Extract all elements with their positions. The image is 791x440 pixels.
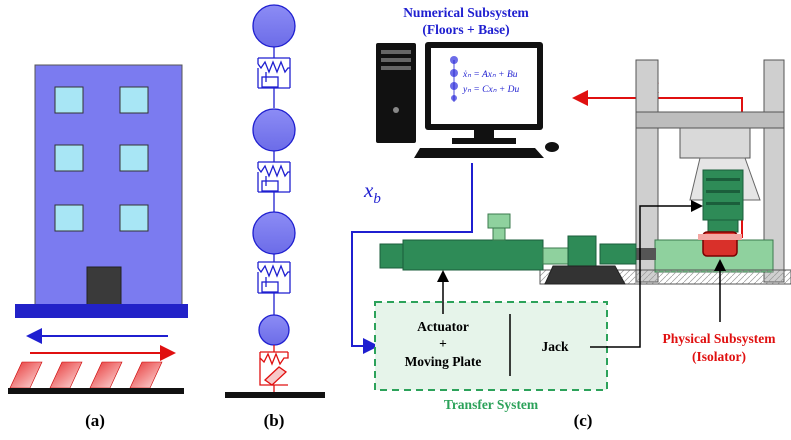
window xyxy=(54,204,84,232)
moving-plate-label: Moving Plate xyxy=(405,354,482,369)
ground-slab xyxy=(8,388,184,394)
panel-b-label: (b) xyxy=(264,411,285,430)
transfer-system-label: Transfer System xyxy=(444,397,539,412)
isolator-element xyxy=(259,345,289,392)
mass-base xyxy=(258,314,290,346)
isolator-top-plate xyxy=(698,234,742,240)
mouse-icon xyxy=(545,142,559,152)
jack-cylinder xyxy=(702,169,744,233)
jack-connector xyxy=(590,200,703,348)
mass-floor-1 xyxy=(252,211,296,255)
base-slab xyxy=(15,304,188,318)
physical-title-line2: (Isolator) xyxy=(692,349,746,364)
xb-signal-label: xb xyxy=(363,178,381,207)
computer-tower-icon xyxy=(376,43,416,143)
panel-a-building: (a) xyxy=(8,64,188,430)
physical-title-line1: Physical Subsystem xyxy=(663,331,777,346)
spring-damper xyxy=(257,254,291,315)
window xyxy=(119,144,149,172)
spring-damper xyxy=(257,47,291,108)
door xyxy=(86,266,122,306)
window xyxy=(119,86,149,114)
test-rig-frame xyxy=(539,59,791,285)
isolator-bearings xyxy=(9,361,163,389)
xb-signal-line xyxy=(351,163,473,354)
plus-label: + xyxy=(439,336,447,351)
ground-slab-b xyxy=(225,392,325,398)
output-equation: yₙ = Cxₙ + Du xyxy=(462,85,520,95)
state-equation: ẋₙ = Axₙ + Bu xyxy=(462,70,518,80)
monitor-icon: ẋₙ = Axₙ + Bu yₙ = Cxₙ + Du xyxy=(425,42,543,144)
mass-floor-2 xyxy=(252,108,296,152)
panel-b-model xyxy=(225,4,325,398)
mass-floor-3 xyxy=(252,4,296,48)
window xyxy=(54,144,84,172)
numerical-title-line2: (Floors + Base) xyxy=(422,22,509,37)
transfer-system-box xyxy=(374,301,608,391)
actuator-assembly xyxy=(379,213,637,285)
numerical-title-line1: Numerical Subsystem xyxy=(403,5,529,20)
window xyxy=(54,86,84,114)
panel-c-label: (c) xyxy=(574,411,593,430)
state-space-block-icon xyxy=(450,56,458,102)
panel-a-label: (a) xyxy=(85,411,105,430)
spring-damper xyxy=(257,151,291,212)
jack-label: Jack xyxy=(542,339,569,354)
keyboard-icon xyxy=(414,148,544,158)
window xyxy=(119,204,149,232)
actuator-label: Actuator xyxy=(417,319,469,334)
